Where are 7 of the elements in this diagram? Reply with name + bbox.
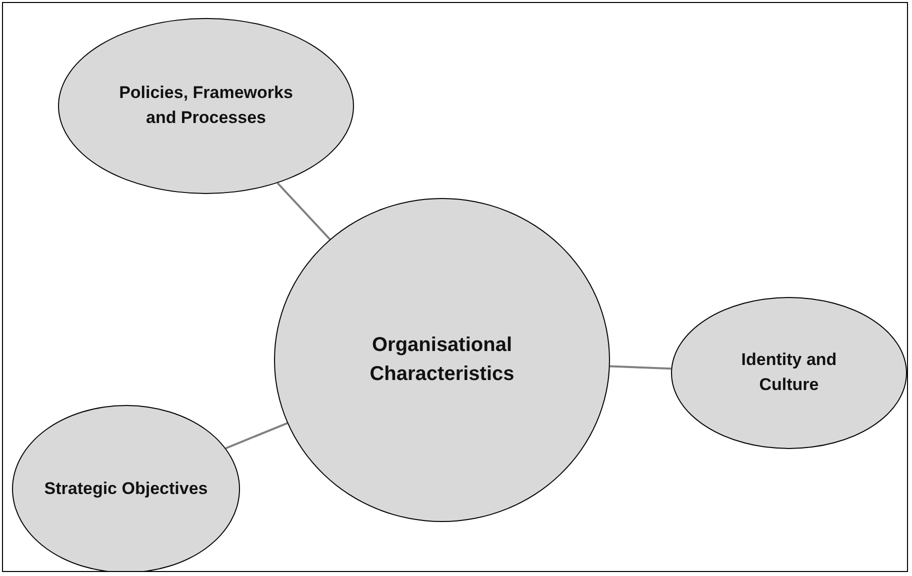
topic-label: Strategic Objectives	[44, 478, 208, 500]
topic-label: Identity and Culture	[740, 349, 838, 396]
topic-label: Organisational Characteristics	[368, 333, 516, 387]
connector-line	[225, 422, 288, 450]
connector-line	[610, 365, 672, 370]
topic-label: Policies, Frameworks and Processes	[118, 82, 294, 129]
connector-line	[276, 182, 331, 240]
